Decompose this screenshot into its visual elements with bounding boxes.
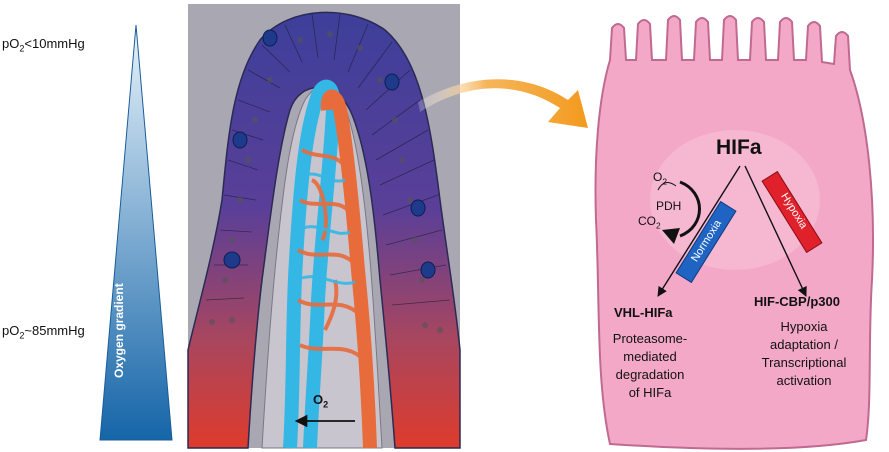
- oxygen-gradient-triangle: [99, 24, 173, 441]
- po2-bottom-label: pO2~85mmHg: [2, 323, 85, 341]
- right-desc-line: Transcriptional: [761, 355, 847, 370]
- oxygen-gradient-label: Oxygen gradient: [112, 283, 126, 378]
- right-desc-line: adaptation /: [770, 337, 838, 352]
- cycle-pdh-label: PDH: [656, 199, 682, 213]
- left-description: Proteasome- mediated degradation of HIFa: [600, 330, 700, 402]
- left-desc-line: mediated: [623, 349, 677, 364]
- enterocyte-cell: [594, 15, 874, 450]
- left-desc-line: degradation: [615, 367, 685, 382]
- hif-cbp-label: HIF-CBP/p300: [754, 294, 840, 309]
- right-desc-line: Hypoxia: [780, 319, 828, 334]
- villus-illustration: [187, 4, 461, 449]
- normoxia-badge: [675, 200, 737, 284]
- o2-diffusion-label: O2: [313, 392, 329, 410]
- right-desc-line: activation: [776, 373, 832, 388]
- vhl-hifa-label: VHL-HIFa: [614, 305, 673, 320]
- capillary-orange: [320, 89, 377, 449]
- hifa-title: HIFa: [716, 136, 762, 159]
- cycle-o2-label: O2: [653, 170, 668, 187]
- capillary-blue: [283, 79, 341, 449]
- transition-arrow: [418, 79, 588, 128]
- cycle-co2-label: CO2: [638, 214, 661, 231]
- hypoxia-badge: [761, 170, 823, 254]
- left-desc-line: Proteasome-: [612, 331, 688, 346]
- left-desc-line: of HIFa: [628, 385, 672, 400]
- po2-top-label: pO2<10mmHg: [2, 36, 85, 54]
- right-description: Hypoxia adaptation / Transcriptional act…: [746, 318, 862, 390]
